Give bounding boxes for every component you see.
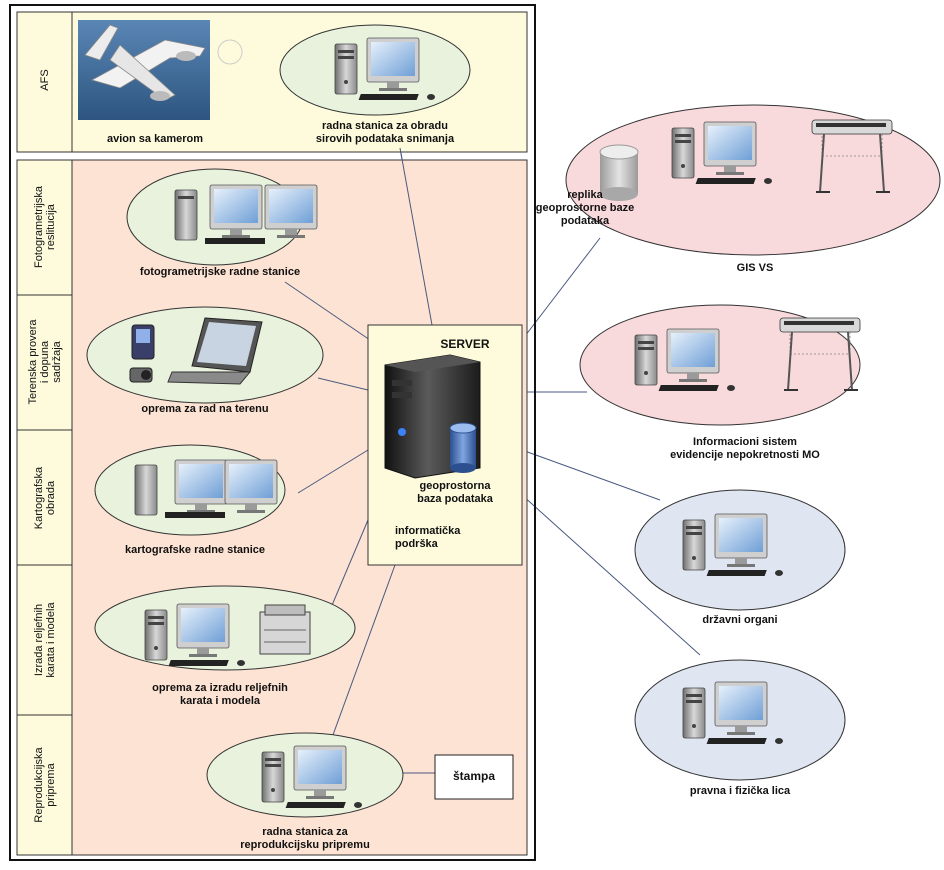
side-box-reprodukcija — [16, 714, 73, 856]
foto-workstation-icon — [174, 184, 318, 244]
label-replika: replika geoprostorne baze podataka — [535, 189, 635, 227]
airplane-icon — [78, 20, 243, 120]
side-box-kartografska — [16, 429, 73, 566]
database-icon — [449, 422, 477, 473]
label-radna-repro: radna stanica za reprodukcijsku pripremu — [240, 826, 370, 851]
replica-database-icon — [599, 144, 639, 201]
label-pravna: pravna i fizička lica — [689, 785, 791, 797]
label-oprema-reljef: oprema za izradu reljefnih karata i mode… — [152, 682, 288, 707]
side-box-reljef — [16, 564, 73, 716]
stampa-box — [434, 754, 514, 800]
left-frame — [9, 4, 536, 861]
label-oprema-teren: oprema za rad na terenu — [141, 403, 269, 415]
label-drzavni: državni organi — [702, 614, 778, 626]
afs-label-box — [16, 11, 73, 153]
label-server: SERVER — [440, 337, 490, 351]
connection-lines-top — [284, 147, 435, 774]
label-avion: avion sa kamerom — [107, 133, 203, 145]
side-label-afs: AFS — [39, 69, 51, 91]
label-foto-stanice: fotogrametrijske radne stanice — [139, 266, 301, 278]
label-informacioni: Informacioni sistem evidencije nepokretn… — [670, 436, 820, 461]
3d-printer-icon — [259, 604, 311, 655]
label-informaticka: informatička podrška — [395, 525, 461, 550]
label-geobaza: geoprostorna baza podataka — [417, 480, 493, 505]
karto-workstation-icon — [134, 459, 278, 518]
label-radna-obrada: radna stanica za obradu sirovih podataka… — [315, 120, 455, 145]
label-gis: GIS VS — [736, 262, 774, 274]
side-label-reprodukcija: Reprodukcijska priprema — [33, 747, 57, 823]
label-stampa: štampa — [452, 769, 496, 783]
field-equipment-icon — [129, 317, 263, 385]
label-kartografske-stanice: kartografske radne stanice — [124, 544, 265, 556]
